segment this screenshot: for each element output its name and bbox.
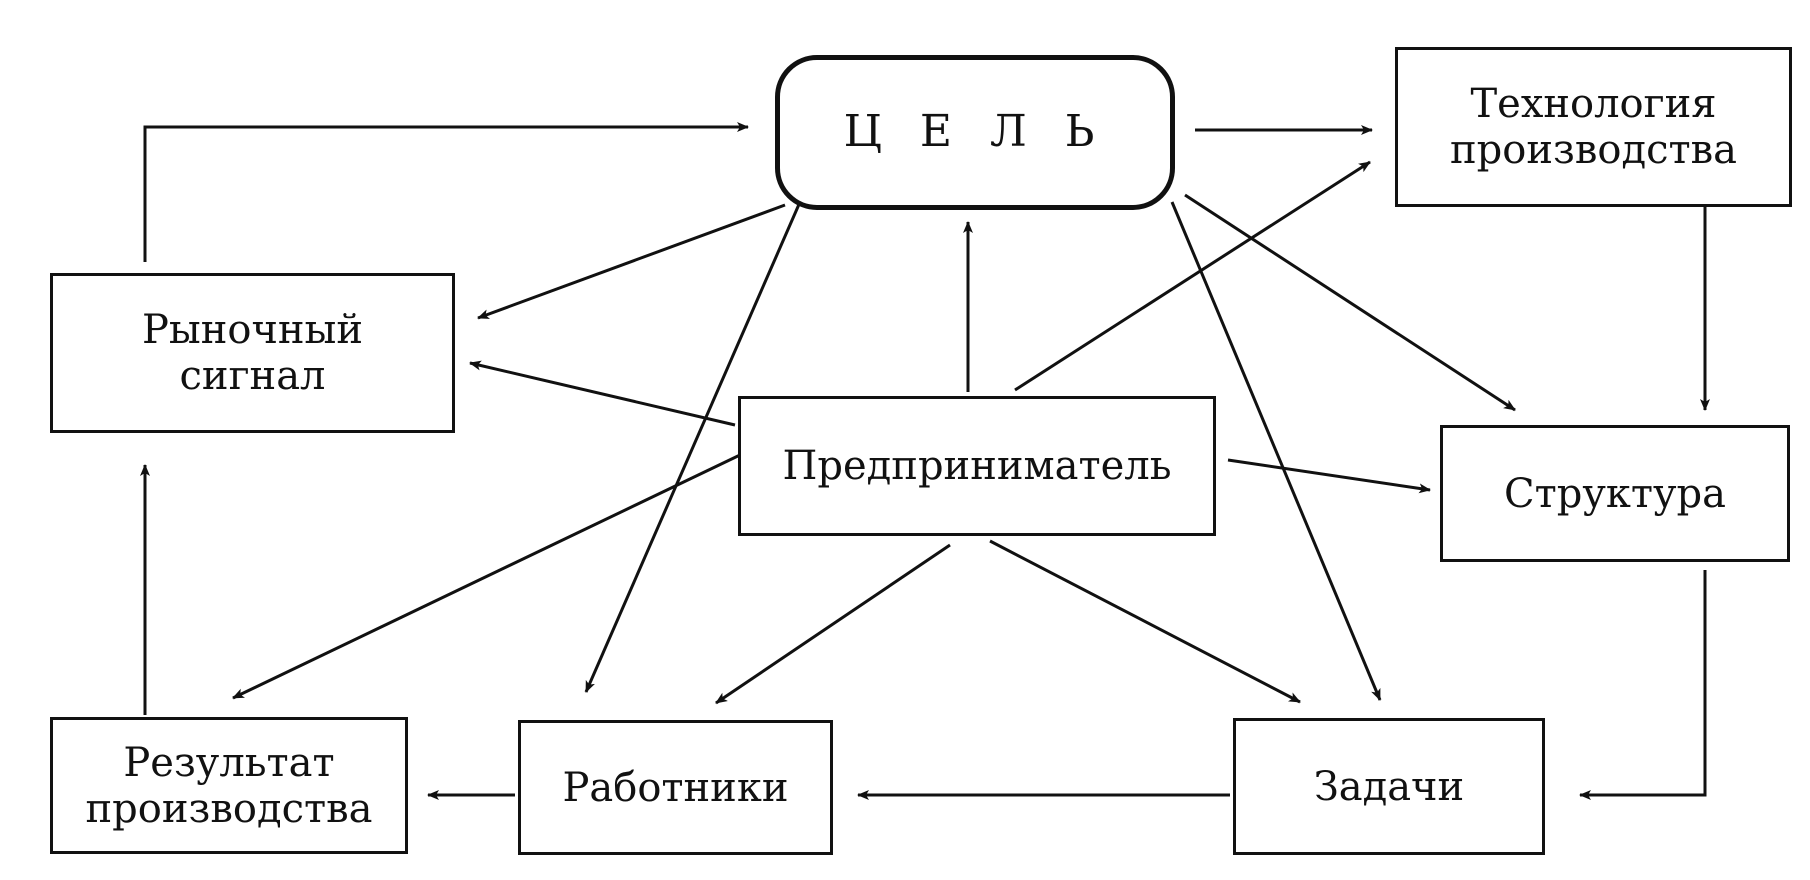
arrow-goal-to-workers (584, 201, 802, 693)
tasks-label: Задачи (1313, 763, 1465, 810)
workers-node: Работники (518, 720, 833, 855)
entrepreneur-node: Предприниматель (738, 396, 1216, 536)
production-result-node: Результат производства (50, 717, 408, 854)
production-result-label: Результат производства (85, 739, 373, 832)
arrow-entre-to-struct (1227, 458, 1431, 494)
workers-label: Работники (562, 764, 789, 811)
goal-label: Ц Е Л Ь (843, 106, 1107, 158)
technology-node: Технология производства (1395, 47, 1792, 207)
market-signal-node: Рыночный сигнал (50, 273, 455, 433)
arrow-entre-to-workers (715, 543, 951, 705)
structure-label: Структура (1504, 470, 1726, 517)
arrow-market-to-goal (143, 122, 749, 262)
tasks-node: Задачи (1233, 718, 1545, 855)
arrow-struct-to-tasks (1579, 570, 1707, 800)
technology-label: Технология производства (1450, 81, 1737, 173)
arrow-entre-to-result (232, 453, 741, 700)
arrow-entre-to-tasks (989, 539, 1301, 704)
arrow-goal-to-market (477, 203, 786, 320)
entrepreneur-label: Предприниматель (782, 443, 1172, 489)
edges-layer (140, 122, 1710, 800)
arrow-entre-to-tech (1014, 160, 1371, 392)
arrow-goal-to-struct (1184, 193, 1516, 412)
goal-node: Ц Е Л Ь (775, 55, 1175, 210)
arrow-entre-to-market (469, 360, 736, 427)
arrow-goal-to-tasks (1170, 201, 1382, 701)
market-signal-label: Рыночный сигнал (141, 307, 364, 399)
structure-node: Структура (1440, 425, 1790, 562)
